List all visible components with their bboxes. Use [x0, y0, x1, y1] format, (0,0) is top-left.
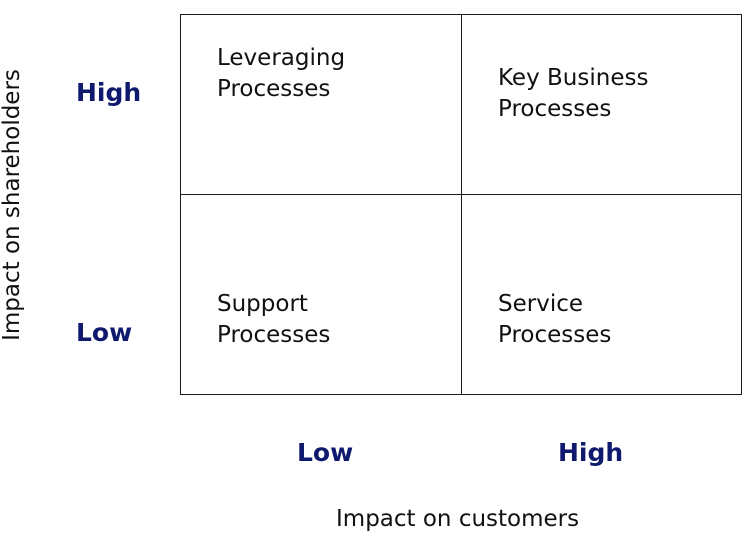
- x-axis-high-label: High: [558, 438, 624, 467]
- quadrant-support-processes: Support Processes: [217, 291, 331, 348]
- horizontal-divider: [181, 194, 741, 195]
- quadrant-leveraging-processes: Leveraging Processes: [217, 45, 346, 102]
- quadrant-key-business-processes: Key Business Processes: [498, 65, 649, 122]
- x-axis-low-label: Low: [297, 438, 354, 467]
- process-matrix: Leveraging Processes Key Business Proces…: [180, 14, 742, 395]
- y-axis-high-label: High: [76, 78, 142, 107]
- vertical-divider: [461, 15, 462, 394]
- y-axis-title: Impact on shareholders: [0, 69, 25, 341]
- quadrant-service-processes: Service Processes: [498, 291, 612, 348]
- y-axis-low-label: Low: [76, 318, 133, 347]
- x-axis-title: Impact on customers: [336, 506, 580, 532]
